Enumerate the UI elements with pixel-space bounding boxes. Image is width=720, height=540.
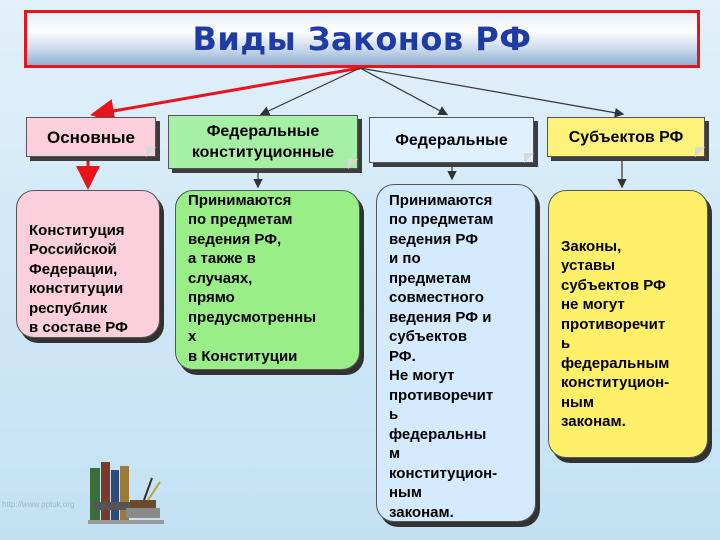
category-osnovnye-label: Основные [46,127,136,147]
description-subjects-text: Законы, уставы субъектов РФ не могут про… [561,237,670,431]
category-subjects-label: Субъектов РФ [568,128,684,146]
description-federal: Принимаются по предметам ведения РФ и по… [376,184,536,522]
description-federal-text: Принимаются по предметам ведения РФ и по… [389,191,498,521]
category-federal-constitutional: Федеральные конституционные [168,115,358,169]
description-federal-constitutional-text: Принимаются по предметам ведения РФ, а т… [188,191,317,370]
arrow-to-osnovnye [90,66,361,123]
title-banner: Виды Законов РФ [24,10,700,68]
category-federal-constitutional-label: Федеральные конституционные [191,123,335,161]
arrow-to-fkz [259,67,361,116]
category-osnovnye: Основные [26,117,156,157]
category-federal-label: Федеральные [395,131,508,149]
description-federal-constitutional: Принимаются по предметам ведения РФ, а т… [175,190,360,370]
books-clipart [88,462,164,524]
description-osnovnye-text: Конституция Российской Федерации, консти… [29,221,128,337]
arrow-to-subjects [359,67,625,118]
category-federal: Федеральные [369,117,534,163]
category-subjects: Субъектов РФ [547,117,705,157]
description-osnovnye: Конституция Российской Федерации, консти… [16,190,160,338]
page-title: Виды Законов РФ [192,20,532,58]
description-subjects: Законы, уставы субъектов РФ не могут про… [548,190,708,458]
watermark: http://www.pptuk.org [2,500,75,509]
arrow-to-federalnye [359,67,449,116]
